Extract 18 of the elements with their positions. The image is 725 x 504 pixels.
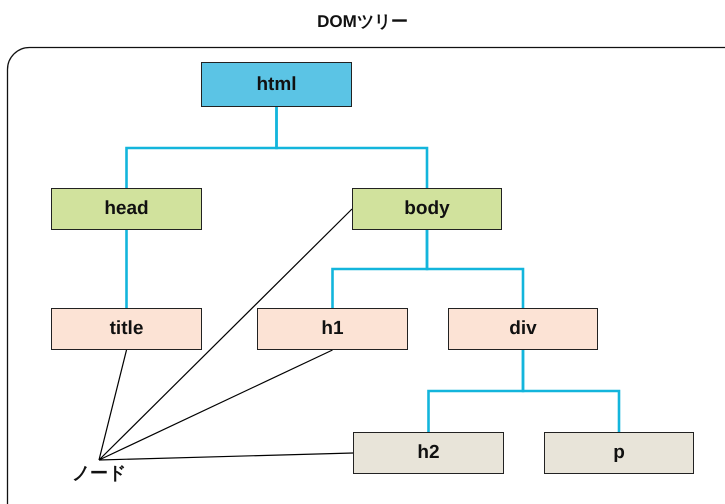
- tree-node-box: h1: [257, 308, 408, 350]
- leader-line: [98, 350, 128, 460]
- leader-line: [98, 452, 354, 461]
- tree-node-box: html: [201, 62, 352, 107]
- tree-node-box: body: [352, 188, 502, 230]
- tree-connector: [522, 350, 620, 432]
- tree-connector: [426, 230, 524, 308]
- leader-line: [98, 349, 333, 461]
- tree-connector: [125, 230, 128, 308]
- tree-node-box: title: [51, 308, 202, 350]
- node-caption: ノード: [72, 461, 126, 485]
- leader-line: [98, 208, 352, 460]
- tree-node-box: h2: [353, 432, 504, 474]
- tree-node-box: head: [51, 188, 202, 230]
- tree-node-box: p: [544, 432, 694, 474]
- tree-node-box: div: [448, 308, 598, 350]
- diagram-title: DOMツリー: [317, 12, 408, 31]
- tree-connector: [275, 107, 428, 188]
